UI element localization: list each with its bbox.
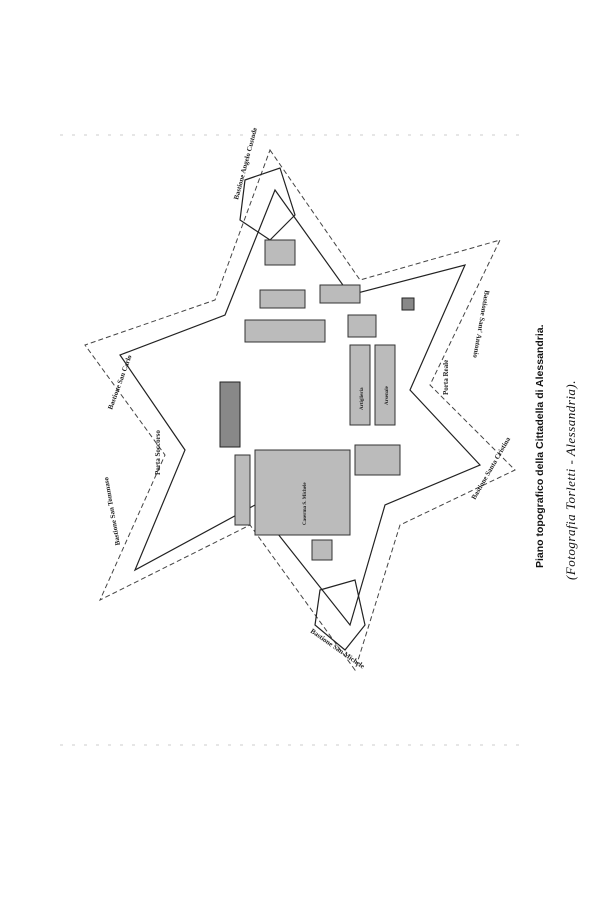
- building: [244, 319, 326, 343]
- building: [219, 381, 241, 448]
- label-arsenale: Arsenale: [385, 385, 390, 405]
- building-caserma-michele: [254, 449, 351, 536]
- bastion-michele-pentagon: [314, 579, 366, 651]
- label-bastione-antonio: Bastione Sant' Antonio: [471, 290, 491, 359]
- figure-caption: Piano topografico della Cittadella di Al…: [534, 324, 546, 569]
- bastion-angelo-pentagon: [239, 167, 296, 241]
- building: [264, 239, 296, 266]
- building: [354, 444, 401, 476]
- figure-credit: (Fotografia Torletti - Alessandria).: [563, 379, 578, 580]
- building: [234, 454, 251, 526]
- label-caserma-michele: Caserma S. Michele: [303, 482, 308, 525]
- building-arsenale: [374, 344, 396, 426]
- building: [311, 539, 333, 561]
- label-bastione-carlo: Bastione San Carlo: [106, 353, 133, 410]
- building: [259, 289, 306, 309]
- building: [319, 284, 361, 304]
- label-bastione-cristina: Bastione Santa Cristina: [470, 435, 513, 501]
- building: [347, 314, 377, 338]
- label-bastione-tommaso: Bastione San Tommaso: [102, 476, 122, 546]
- inner-rampart: [119, 188, 482, 627]
- label-porta-soccorso: Porta Soccorso: [154, 430, 162, 475]
- building: [401, 297, 415, 311]
- outer-fortification: [84, 148, 516, 672]
- label-artiglieria: Artiglieria: [360, 387, 365, 410]
- building-artiglieria: [349, 344, 371, 426]
- label-porta-reale: Porta Reale: [442, 360, 450, 395]
